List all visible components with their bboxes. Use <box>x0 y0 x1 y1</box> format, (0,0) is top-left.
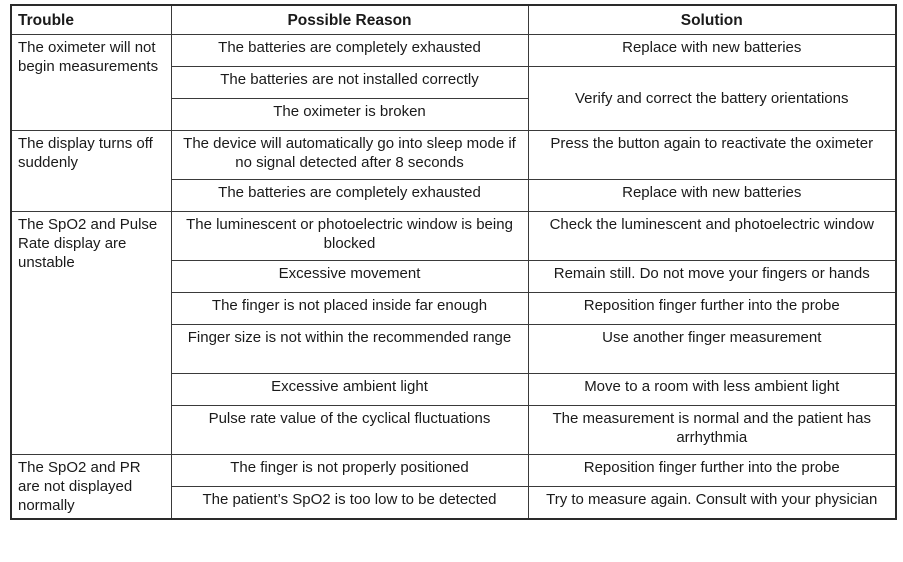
reason-cell: The device will automatically go into sl… <box>170 130 529 180</box>
table-row: The batteries are not installed correctl… <box>11 66 897 131</box>
solution-cell: Reposition finger further into the probe <box>527 292 897 325</box>
reason-cell: The oximeter is broken <box>170 98 529 131</box>
troubleshooting-table: Trouble Possible Reason Solution The oxi… <box>10 4 897 520</box>
table-row: Excessive movement Remain still. Do not … <box>11 260 897 293</box>
reason-cell: The luminescent or photoelectric window … <box>170 211 529 261</box>
reason-cell: The batteries are completely exhausted <box>170 179 529 212</box>
table-row: The batteries are completely exhausted R… <box>11 179 897 212</box>
solution-cell: Press the button again to reactivate the… <box>527 130 897 180</box>
header-solution: Solution <box>527 4 897 35</box>
solution-cell: Reposition finger further into the probe <box>527 454 897 487</box>
solution-cell: Replace with new batteries <box>527 34 897 67</box>
table-row: Excessive ambient light Move to a room w… <box>11 373 897 406</box>
table-row: The display turns off suddenly The devic… <box>10 130 897 212</box>
table-row: Pulse rate value of the cyclical fluctua… <box>11 405 897 455</box>
reason-cell: The patient’s SpO2 is too low to be dete… <box>170 486 529 520</box>
table-row: Finger size is not within the recommende… <box>11 324 897 374</box>
solution-cell: Move to a room with less ambient light <box>527 373 897 406</box>
header-row: Trouble Possible Reason Solution <box>10 4 897 35</box>
trouble-cell: The display turns off suddenly <box>10 130 172 212</box>
solution-cell: The measurement is normal and the patien… <box>527 405 897 455</box>
reason-cell: Excessive movement <box>170 260 529 293</box>
header-trouble: Trouble <box>10 4 172 35</box>
solution-cell: Check the luminescent and photoelectric … <box>527 211 897 261</box>
trouble-cell: The SpO2 and Pulse Rate display are unst… <box>10 211 172 455</box>
reason-cell: The finger is not properly positioned <box>170 454 529 487</box>
header-reason: Possible Reason <box>170 4 529 35</box>
solution-cell: Replace with new batteries <box>527 179 897 212</box>
trouble-cell: The SpO2 and PR are not displayed normal… <box>10 454 172 520</box>
table-row: The SpO2 and PR are not displayed normal… <box>10 454 897 520</box>
table-row: The patient’s SpO2 is too low to be dete… <box>11 486 897 520</box>
reason-cell: Finger size is not within the recommende… <box>170 324 529 374</box>
table-row: The oximeter will not begin measurements… <box>10 34 897 131</box>
reason-cell: The finger is not placed inside far enou… <box>170 292 529 325</box>
reason-cell: Pulse rate value of the cyclical fluctua… <box>170 405 529 455</box>
solution-cell: Verify and correct the battery orientati… <box>527 66 897 131</box>
solution-cell: Try to measure again. Consult with your … <box>527 486 897 520</box>
trouble-cell: The oximeter will not begin measurements <box>10 34 172 131</box>
solution-cell: Remain still. Do not move your fingers o… <box>527 260 897 293</box>
reason-cell: Excessive ambient light <box>170 373 529 406</box>
reason-cell: The batteries are completely exhausted <box>170 34 529 67</box>
table-row: The finger is not placed inside far enou… <box>11 292 897 325</box>
troubleshooting-table-wrapper: Trouble Possible Reason Solution The oxi… <box>10 4 897 520</box>
reason-cell: The batteries are not installed correctl… <box>170 66 529 99</box>
solution-cell: Use another finger measurement <box>527 324 897 374</box>
table-row: The SpO2 and Pulse Rate display are unst… <box>10 211 897 455</box>
